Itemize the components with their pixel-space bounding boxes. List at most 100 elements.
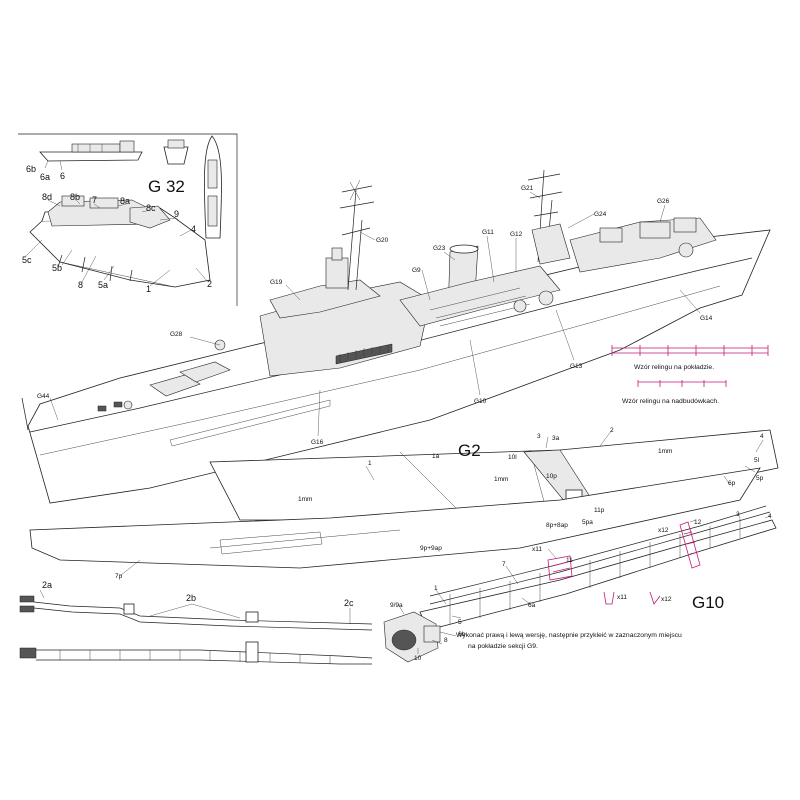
g10-label-x11-b: x11 xyxy=(617,594,627,601)
boom-parts: 2a 2b 2c xyxy=(19,580,373,665)
ship-deck-edge xyxy=(29,257,753,433)
midship-deck xyxy=(399,265,561,327)
inset-label-6: 6 xyxy=(60,171,65,181)
g2-label-3: 3 xyxy=(537,433,541,440)
inset-label-1: 1 xyxy=(146,284,151,294)
g2-label-7p: 7p xyxy=(115,573,123,580)
g10-label-6a: 6a xyxy=(528,602,536,609)
g10-label-12: 12 xyxy=(694,519,702,526)
ship-label-g12: G12 xyxy=(510,231,523,238)
g2-label-1a: 1a xyxy=(432,453,440,460)
g2-label-5l: 5l xyxy=(754,457,760,464)
inset-label-5c: 5c xyxy=(22,255,32,265)
g10-label-8: 8 xyxy=(444,637,448,644)
g2-label-8p8ap: 8p+8ap xyxy=(546,522,568,529)
boom-railing xyxy=(19,641,373,665)
inset-label-9: 9 xyxy=(174,209,179,219)
g2-label-3a: 3a xyxy=(552,435,560,442)
g10-loose-parts xyxy=(603,591,661,605)
g2-label-4: 4 xyxy=(760,433,764,440)
g2-label-1mm-a: 1mm xyxy=(658,448,672,455)
g10-label-x12-b: x12 xyxy=(661,596,672,603)
inset-label-7: 7 xyxy=(92,195,97,205)
g10-machinery xyxy=(383,611,441,663)
deck-railing-caption: Wzór relingu na pokładzie. xyxy=(634,364,714,371)
ship-label-g13: G13 xyxy=(570,363,583,370)
g2-label-2: 2 xyxy=(610,427,614,434)
g2-label-5p: 5p xyxy=(756,475,764,482)
inset-label-2: 2 xyxy=(207,279,212,289)
g10-title: G10 xyxy=(692,593,724,612)
g2-label-1mm-c: 1mm xyxy=(298,496,312,503)
g10-label-x11-a: x11 xyxy=(532,546,542,553)
inset-label-4: 4 xyxy=(191,224,196,234)
g10-instruction-line1: Wykonać prawą i lewą wersję, następnie p… xyxy=(456,632,682,639)
g10-stairs xyxy=(547,555,573,581)
boat-isometric xyxy=(25,195,211,288)
g10-label-7: 7 xyxy=(502,561,506,568)
inset-label-6b: 6b xyxy=(26,164,36,174)
inset-label-8b: 8b xyxy=(70,192,80,202)
ship-label-g10: G10 xyxy=(474,398,487,405)
ship-label-g24: G24 xyxy=(594,211,607,218)
bridge-superstructure xyxy=(259,247,431,377)
inset-label-8a: 8a xyxy=(120,196,130,206)
g2-label-1mm-b: 1mm xyxy=(494,476,508,483)
inset-label-8d: 8d xyxy=(42,192,52,202)
inset-title: G 32 xyxy=(148,177,185,196)
superstructure-railing-sample xyxy=(637,380,727,387)
g10-label-11: 11 xyxy=(566,557,573,564)
g10-platform xyxy=(419,505,777,631)
g2-lower-side xyxy=(29,467,761,569)
ship-label-g16: G16 xyxy=(311,439,324,446)
ship-label-g21: G21 xyxy=(521,185,534,192)
jackstaff xyxy=(21,397,29,431)
boom-2b xyxy=(19,589,373,631)
inset-label-6a: 6a xyxy=(40,172,50,182)
g10-ladder xyxy=(679,521,701,569)
ship-label-g26: G26 xyxy=(657,198,670,205)
g10-assembly: x12 12 3 4 x11 11 7 x11 x12 G10 1 9/9a 5… xyxy=(383,505,777,663)
superstructure-railing-caption: Wzór relingu na nadbudówkach. xyxy=(622,398,719,405)
g10-label-x12-a: x12 xyxy=(658,527,669,534)
aft-superstructure xyxy=(569,217,717,273)
g10-instruction-line2: na pokładzie sekcji G9. xyxy=(468,643,538,650)
inset-label-8: 8 xyxy=(78,280,83,290)
g10-label-10: 10 xyxy=(414,655,422,662)
boom-label-2c: 2c xyxy=(344,598,354,608)
ship-assembly: G20 G21 G24 G26 G23 G11 G12 G9 G19 G28 G… xyxy=(21,169,771,504)
boom-label-2a: 2a xyxy=(42,580,52,590)
g2-label-10p: 10p xyxy=(546,473,557,480)
ship-label-g23: G23 xyxy=(433,245,446,252)
g2-label-11p: 11p xyxy=(594,507,605,514)
boat-side-view xyxy=(39,140,143,171)
foremast xyxy=(339,179,375,291)
inset-label-5b: 5b xyxy=(52,263,62,273)
boat-plan-view xyxy=(203,135,222,239)
g10-label-3: 3 xyxy=(736,511,740,518)
g10-label-9-9a: 9/9a xyxy=(390,602,403,609)
inset-g32: 6b 6a 6 G 32 8d 8b 7 8a 8c 9 4 5c 5b 8 5… xyxy=(18,133,238,306)
g2-title: G2 xyxy=(458,441,481,460)
ship-label-g19: G19 xyxy=(270,279,283,286)
boat-front-view xyxy=(163,139,189,165)
boom-label-2b: 2b xyxy=(186,593,196,603)
ship-label-g11: G11 xyxy=(482,229,494,236)
g10-label-6b: 6b xyxy=(458,631,466,638)
deck-railing-sample xyxy=(611,345,769,356)
g2-label-10l: 10l xyxy=(508,454,517,461)
g10-label-1: 1 xyxy=(434,585,438,592)
ship-label-g44: G44 xyxy=(37,393,50,400)
ship-label-g9: G9 xyxy=(412,267,421,274)
ship-label-g20: G20 xyxy=(376,237,389,244)
mainmast xyxy=(527,169,571,265)
g2-label-9p9ap: 9p+9ap xyxy=(420,545,442,552)
railing-samples: Wzór relingu na pokładzie. Wzór relingu … xyxy=(611,345,769,405)
g2-label-5pa: 5pa xyxy=(582,519,593,526)
g10-label-4: 4 xyxy=(768,513,772,520)
inset-label-8c: 8c xyxy=(146,203,156,213)
ship-label-g28: G28 xyxy=(170,331,183,338)
inset-label-5a: 5a xyxy=(98,280,108,290)
